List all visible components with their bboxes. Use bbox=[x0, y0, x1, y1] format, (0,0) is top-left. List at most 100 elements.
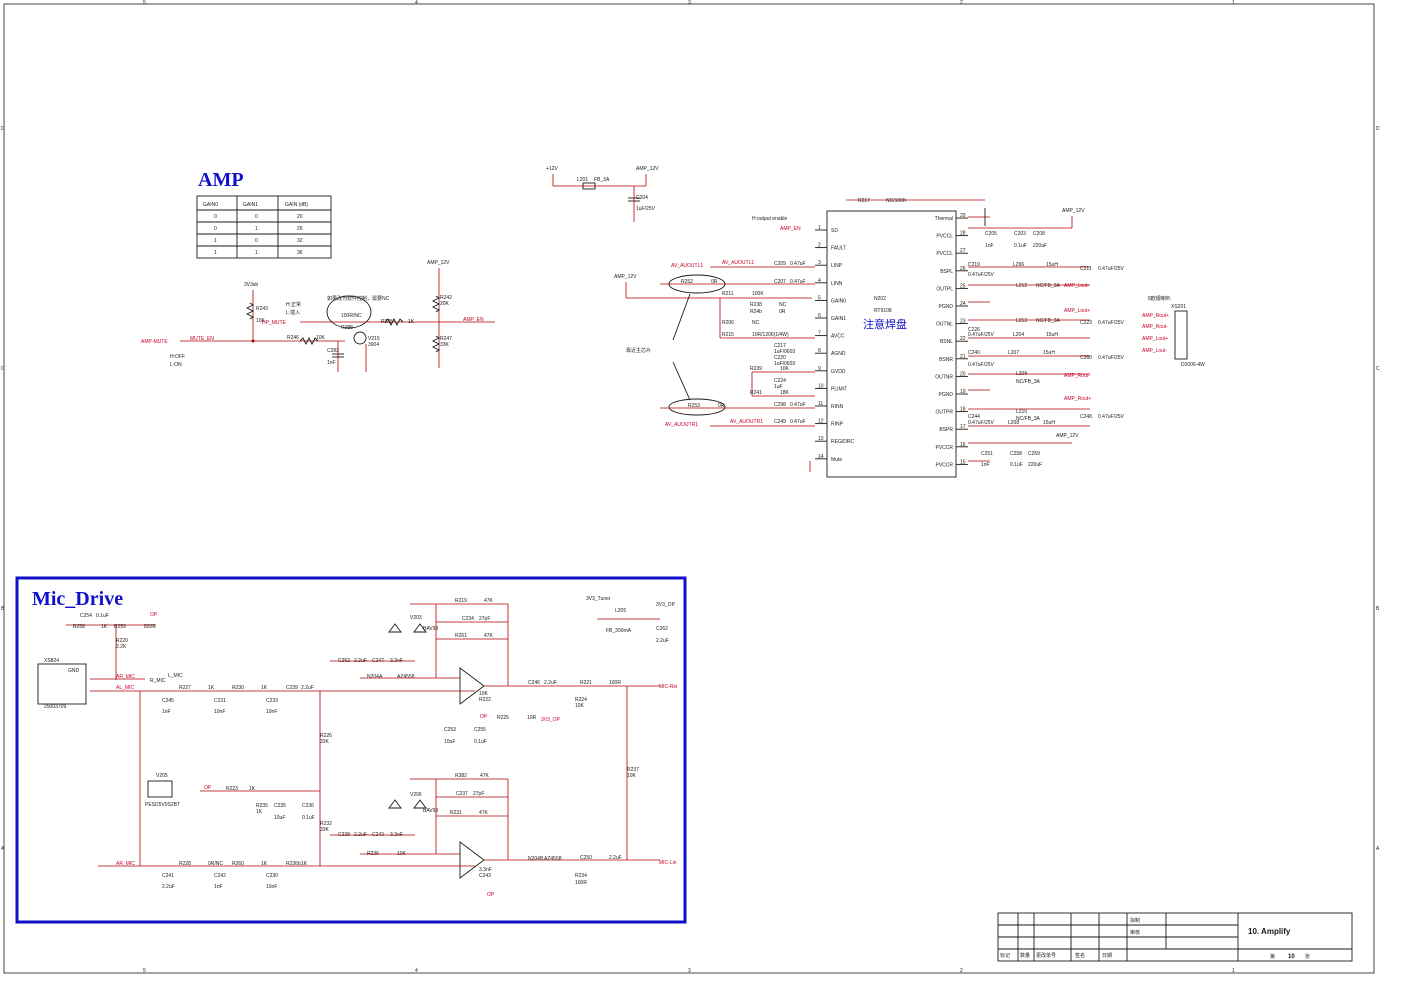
net-l-mic: L_MIC bbox=[168, 673, 183, 679]
ref-label: C244 bbox=[968, 414, 980, 420]
ref-label: C259 bbox=[1028, 451, 1040, 457]
net-ar-mic: AR_MIC bbox=[116, 861, 135, 867]
value-label: 1nF bbox=[327, 360, 336, 366]
gain-header: GAIN1 bbox=[243, 202, 258, 208]
value-label: NC/FB_3A bbox=[1016, 379, 1041, 385]
ref-label: C240 bbox=[968, 350, 980, 356]
ref-label: R241 bbox=[750, 390, 762, 396]
value-label: BAV99 bbox=[423, 626, 438, 632]
note-near-chip: 靠近主芯片 bbox=[626, 347, 651, 354]
row-marker: D bbox=[1376, 126, 1380, 132]
ref-label: C248 bbox=[1080, 414, 1092, 420]
value-label: 10uF bbox=[274, 815, 285, 821]
chip-pin-number: 5 bbox=[818, 295, 821, 301]
ref-label: XS824 bbox=[44, 658, 59, 664]
row-marker: C bbox=[1, 366, 5, 372]
chip-pin-name: PGND bbox=[939, 392, 954, 398]
ref-label: C237 bbox=[456, 791, 468, 797]
value-label: 10K bbox=[780, 366, 790, 372]
net-3v3-op: 3V3_OP bbox=[541, 717, 561, 723]
chip-pin-name: PGND bbox=[939, 304, 954, 310]
ref-label: R252 bbox=[681, 279, 693, 285]
ref-label: L204 bbox=[1013, 332, 1024, 338]
gain-cell: 1 bbox=[255, 226, 258, 232]
value-label: 1uF/25V bbox=[636, 206, 656, 212]
value-label: 1K bbox=[256, 809, 263, 815]
ref-label: C242 bbox=[214, 873, 226, 879]
col-marker: 1 bbox=[1232, 0, 1235, 6]
chip-pin-number: 21 bbox=[960, 354, 966, 360]
gain-table: GAIN0 GAIN1 GAIN (dB) 0 0 20 0 1 26 1 0 … bbox=[196, 195, 332, 259]
chip-pin-number: 2 bbox=[818, 243, 821, 249]
power-filter: +12V AMP_12V L201 FB_3A C204 1uF/25V bbox=[546, 166, 659, 222]
net-mic-rin: MIC-Rin bbox=[659, 684, 678, 690]
ref-label: R259 bbox=[114, 624, 126, 630]
col-marker: 3 bbox=[688, 0, 691, 6]
gain-cell: 32 bbox=[297, 238, 303, 244]
ref-label: L210 bbox=[1016, 409, 1027, 415]
col-marker: 4 bbox=[415, 0, 418, 6]
net-amp-mute: AMP-MUTE bbox=[141, 339, 168, 345]
chip-pin-name: PVCCR bbox=[935, 445, 953, 451]
value-label: 1uF/0603 bbox=[774, 361, 795, 367]
opamp-n204a bbox=[459, 667, 485, 705]
chip-pin-name: PVCCR bbox=[935, 462, 953, 468]
value-label: 220uF bbox=[1028, 462, 1042, 468]
col-marker: 2 bbox=[960, 968, 963, 974]
net-amp-rout-m: AMP_Rout- bbox=[1142, 324, 1168, 330]
ref-label: R382 bbox=[455, 773, 467, 779]
net-amp-lout-p-chip: AMP_Lout+ bbox=[1064, 308, 1090, 314]
value-label: 1uF/0603 bbox=[774, 349, 795, 355]
chip-pin-name: OUTNL bbox=[936, 322, 953, 328]
chip-pin-name: GAIN1 bbox=[831, 316, 846, 322]
value-label: 2.2uF bbox=[162, 884, 175, 890]
ref-label: C241 bbox=[162, 873, 174, 879]
value-label: 15uH bbox=[1043, 350, 1055, 356]
ref-label: R234 bbox=[575, 873, 587, 879]
chip-pin-number: 11 bbox=[818, 401, 823, 407]
net-av-auoutl1: AV_AUOUTL1 bbox=[671, 263, 703, 269]
value-label: BAV99 bbox=[423, 808, 438, 814]
ref-label: R24b bbox=[750, 309, 762, 315]
ref-label: R222 bbox=[479, 697, 491, 703]
value-label: 0.1uF bbox=[302, 815, 315, 821]
chip-pin-name: OUTPR bbox=[936, 410, 954, 416]
chip-pin-number: 18 bbox=[960, 407, 966, 413]
title-block: 拟制 审核 10. Amplify 标记 数量 更改单号 签名 日期 第 10 … bbox=[997, 912, 1353, 962]
value-label: FB_3A bbox=[594, 177, 610, 183]
ref-label: C239 bbox=[286, 685, 298, 691]
title-header: 标记 bbox=[1000, 952, 1010, 959]
net-amp-en-chip: AMP_EN bbox=[780, 226, 801, 232]
rail-amp12v: AMP_12V bbox=[636, 166, 659, 172]
net-hp-mute: HP_MUTE bbox=[262, 320, 287, 326]
annotation-ellipse bbox=[668, 274, 726, 294]
gain-cell: 1 bbox=[214, 238, 217, 244]
chip-ref: N202 bbox=[874, 296, 886, 302]
ref-label: C298 bbox=[774, 402, 786, 408]
value-label: 820R bbox=[144, 624, 156, 630]
value-label: 33K bbox=[320, 739, 330, 745]
mute-circuit: AMP-MUTE MUTE_EN 3V3sb R243 10K HP_MUTE … bbox=[141, 260, 495, 372]
chip-pin-number: 7 bbox=[818, 331, 821, 337]
ref-label: C251 bbox=[981, 451, 993, 457]
chip-pin-number: 4 bbox=[818, 278, 821, 284]
value-label: NC bbox=[779, 302, 787, 308]
row-marker: A bbox=[1, 846, 5, 852]
ref-label: C205 bbox=[985, 231, 997, 237]
amp-title: AMP bbox=[198, 169, 244, 191]
ref-label: R258 bbox=[73, 624, 85, 630]
ref-label: V205 bbox=[156, 773, 168, 779]
gain-cell: 1 bbox=[255, 250, 258, 256]
ref-label: C255 bbox=[474, 727, 486, 733]
title-drawn: 拟制 bbox=[1130, 917, 1140, 924]
chip-pin-name: Mute bbox=[831, 457, 842, 463]
value-label: 0.47uF bbox=[790, 279, 806, 285]
rail-amp12v: AMP_12V bbox=[427, 260, 450, 266]
row-marker: B bbox=[1376, 606, 1380, 612]
row-marker: B bbox=[1, 606, 5, 612]
ref-label: L213 bbox=[1016, 318, 1027, 324]
chip-pin-name: LINP bbox=[831, 263, 843, 269]
value-label: 1K bbox=[261, 685, 268, 691]
chip-pin-number: 28 bbox=[960, 231, 966, 237]
value-label: 2.2uF bbox=[656, 638, 669, 644]
